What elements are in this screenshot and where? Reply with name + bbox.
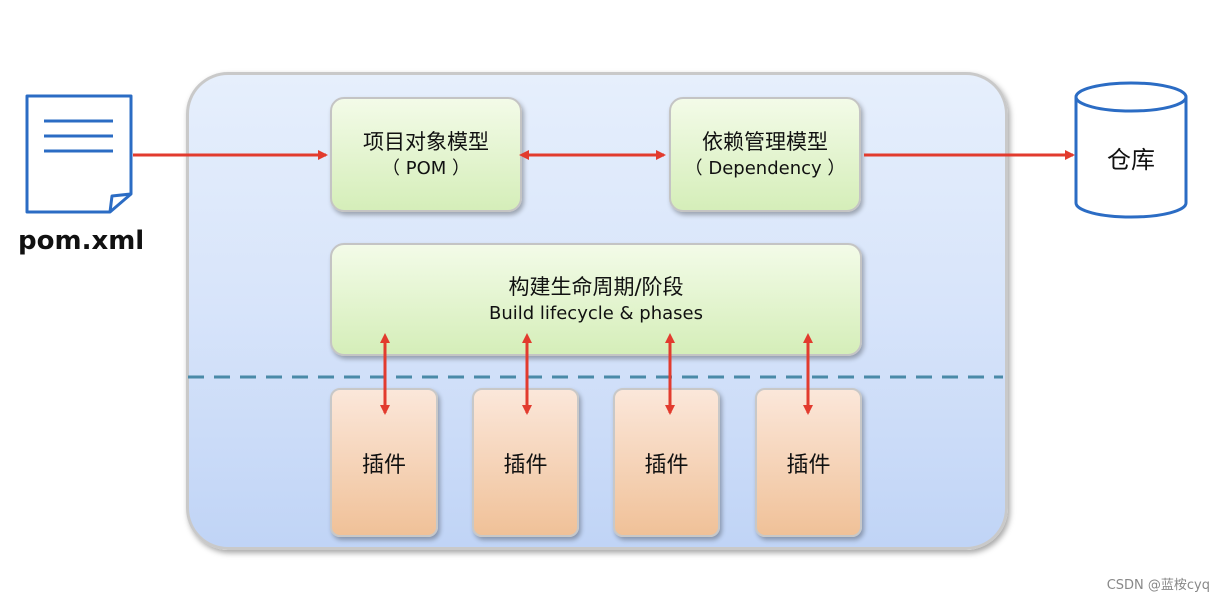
dependency-model-box: 依赖管理模型 （ Dependency ） [669, 97, 861, 212]
lifecycle-title: 构建生命周期/阶段 [508, 274, 684, 299]
plugin-label: 插件 [786, 452, 831, 478]
watermark: CSDN @蓝桉cyq [1106, 578, 1210, 593]
pom-model-box: 项目对象模型 （ POM ） [330, 97, 522, 212]
dependency-model-subtitle: （ Dependency ） [684, 157, 846, 179]
dependency-model-title: 依赖管理模型 [702, 129, 828, 154]
database-cylinder-icon [1074, 81, 1188, 219]
plugin-label: 插件 [644, 452, 689, 478]
repository-label: 仓库 [1107, 146, 1155, 174]
lifecycle-box: 构建生命周期/阶段 Build lifecycle & phases [330, 243, 862, 356]
plugin-label: 插件 [361, 452, 406, 478]
file-label: pom.xml [18, 226, 145, 256]
plugin-label: 插件 [503, 452, 548, 478]
document-icon [25, 94, 133, 214]
pom-model-title: 项目对象模型 [363, 129, 489, 154]
pom-model-subtitle: （ POM ） [382, 157, 470, 179]
lifecycle-subtitle: Build lifecycle & phases [488, 302, 703, 324]
